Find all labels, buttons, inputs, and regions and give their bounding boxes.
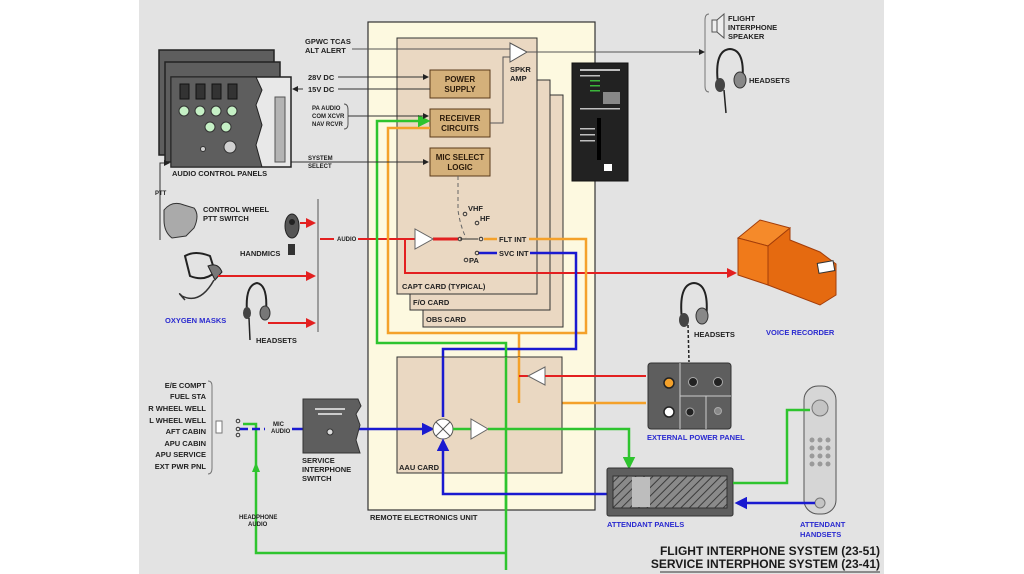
gpwc-label-1: GPWC TCAS <box>305 37 351 46</box>
headsets-mid-right-label: HEADSETS <box>694 330 735 339</box>
headsets-top-right-label: HEADSETS <box>749 76 790 85</box>
attendant-handsets-label-2: HANDSETS <box>800 530 841 539</box>
obs-card-label: OBS CARD <box>426 315 467 324</box>
jack-icon <box>215 420 223 434</box>
location-aft-cabin: AFT CABIN <box>166 427 206 436</box>
system-select-label-1: SYSTEM <box>308 156 333 162</box>
svc-switch-label-3: SWITCH <box>302 474 332 483</box>
headphone-audio-label-1: HEADPHONE <box>239 515 277 521</box>
nav-rcvr-label: NAV RCVR <box>312 122 344 128</box>
handmic-icon <box>284 213 300 255</box>
attendant-panels-label: ATTENDANT PANELS <box>607 520 684 529</box>
attendant-handset-icon <box>803 385 837 515</box>
svc-int-label: SVC INT <box>499 249 529 258</box>
speaker-label-3: SPEAKER <box>728 32 765 41</box>
power-supply-label-2: SUPPLY <box>444 85 476 94</box>
power-supply-block <box>429 69 491 99</box>
system-select-label-2: SELECT <box>308 164 332 170</box>
title-line-2: SERVICE INTERPHONE SYSTEM (23-41) <box>651 557 880 571</box>
svc-switch-label-2: INTERPHONE <box>302 465 351 474</box>
oxygen-masks-label: OXYGEN MASKS <box>165 316 226 325</box>
headset-icon <box>243 281 271 341</box>
mic-select-logic-block <box>429 147 491 177</box>
switch-vhf-label: VHF <box>468 204 483 213</box>
audio-selector-panel <box>571 62 629 182</box>
control-wheel-label-2: PTT SWITCH <box>203 214 249 223</box>
mic-amp-icon <box>414 228 435 250</box>
headset-top-icon <box>715 47 747 114</box>
oxygen-mask-icon <box>178 252 223 301</box>
handmics-label: HANDMICS <box>240 249 280 258</box>
switch-hf-label: HF <box>480 214 490 223</box>
pa-audio-label: PA AUDIO <box>312 106 341 112</box>
service-interphone-switch <box>302 398 362 454</box>
receiver-circuits-block <box>429 108 491 138</box>
svc-switch-label-1: SERVICE <box>302 456 335 465</box>
voice-recorder-icon <box>736 219 837 306</box>
external-power-panel-label: EXTERNAL POWER PANEL <box>647 433 745 442</box>
location-apu-cabin: APU CABIN <box>164 439 206 448</box>
location-apu-service: APU SERVICE <box>155 450 206 459</box>
aau-amp-icon <box>470 418 489 440</box>
power-supply-label-1: POWER <box>445 75 475 84</box>
location-ee-compt: E/E COMPT <box>165 381 207 390</box>
fo-card-label: F/O CARD <box>413 298 450 307</box>
external-power-panel <box>647 362 732 430</box>
com-xcvr-label: COM XCVR <box>312 114 345 120</box>
receiver-circuits-label-2: CIRCUITS <box>441 124 479 133</box>
flt-int-label: FLT INT <box>499 235 527 244</box>
mic-audio-label-2: AUDIO <box>271 429 291 435</box>
mic-audio-label-1: MIC <box>273 422 285 428</box>
spkr-amp-label-2: AMP <box>510 74 527 83</box>
location-fuel-sta: FUEL STA <box>170 392 207 401</box>
gpwc-label-2: ALT ALERT <box>305 46 346 55</box>
headsets-left-label: HEADSETS <box>256 336 297 345</box>
capt-card-label: CAPT CARD (TYPICAL) <box>402 282 486 291</box>
headset-mid-icon <box>679 281 709 363</box>
audio-control-panels <box>158 49 292 168</box>
voice-recorder-label: VOICE RECORDER <box>766 328 835 337</box>
switch-pa-label: PA <box>469 256 479 265</box>
receiver-circuits-label-1: RECEIVER <box>440 114 481 123</box>
control-wheel-icon <box>163 202 198 239</box>
spkr-amp-icon <box>509 42 529 63</box>
location-l-wheel-well: L WHEEL WELL <box>149 416 206 425</box>
attendant-panels <box>606 467 734 517</box>
spkr-amp-label-1: SPKR <box>510 65 531 74</box>
mic-select-label-2: LOGIC <box>447 163 473 172</box>
dc15-label: 15V DC <box>308 85 335 94</box>
service-locations-list: E/E COMPT FUEL STA R WHEEL WELL L WHEEL … <box>148 380 213 475</box>
attendant-handsets-label-1: ATTENDANT <box>800 520 846 529</box>
mic-select-label-1: MIC SELECT <box>436 153 485 162</box>
aau-card-label: AAU CARD <box>399 463 440 472</box>
title-line-1: FLIGHT INTERPHONE SYSTEM (23-51) <box>660 544 880 558</box>
dc28-label: 28V DC <box>308 73 335 82</box>
reu-label: REMOTE ELECTRONICS UNIT <box>370 513 478 522</box>
audio-label: AUDIO <box>337 237 357 243</box>
audio-control-panels-label: AUDIO CONTROL PANELS <box>172 169 267 178</box>
location-r-wheel-well: R WHEEL WELL <box>148 404 206 413</box>
headphone-audio-label-2: AUDIO <box>248 522 268 528</box>
location-ext-pwr-pnl: EXT PWR PNL <box>155 462 207 471</box>
control-wheel-label-1: CONTROL WHEEL <box>203 205 270 214</box>
speaker-label-1: FLIGHT <box>728 14 755 23</box>
speaker-label-2: INTERPHONE <box>728 23 777 32</box>
speaker-icon <box>711 12 725 40</box>
ptt-label: PTT <box>155 191 167 197</box>
